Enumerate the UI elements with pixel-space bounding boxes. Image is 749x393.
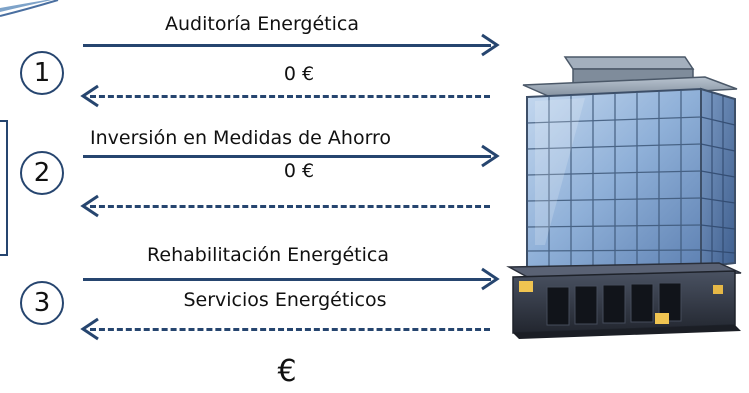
step-3-payment-label: €	[277, 354, 297, 389]
step-1-payment-label: 0 €	[283, 63, 315, 85]
office-building-icon	[506, 56, 742, 339]
step-2-arrowhead-right	[481, 144, 500, 168]
step-2-arrowhead-left	[80, 194, 99, 218]
step-1-service-label: Auditoría Energética	[164, 13, 360, 35]
step-3-arrowhead-left	[80, 317, 99, 341]
step-2-service-arrow	[83, 155, 491, 158]
left-bracket	[0, 120, 8, 256]
step-3-number: 3	[20, 281, 64, 325]
step-3-payment-arrow	[90, 328, 490, 331]
step-1-service-arrow	[83, 44, 491, 47]
step-3-arrowhead-right	[481, 267, 500, 291]
step-3-service-secondary-label: Servicios Energéticos	[183, 289, 387, 311]
step-2-payment-label: 0 €	[283, 160, 315, 182]
step-2-service-label: Inversión en Medidas de Ahorro	[90, 127, 392, 149]
step-1-number: 1	[20, 51, 64, 95]
step-3-service-arrow	[83, 278, 491, 281]
step-2-number: 2	[20, 151, 64, 195]
step-1-arrowhead-right	[481, 33, 500, 57]
step-2-payment-arrow	[90, 205, 490, 208]
step-3-service-label: Rehabilitación Energética	[147, 244, 389, 266]
decorative-corner-swoosh	[0, 0, 59, 17]
step-1-arrowhead-left	[80, 84, 99, 108]
step-1-payment-arrow	[90, 95, 490, 98]
